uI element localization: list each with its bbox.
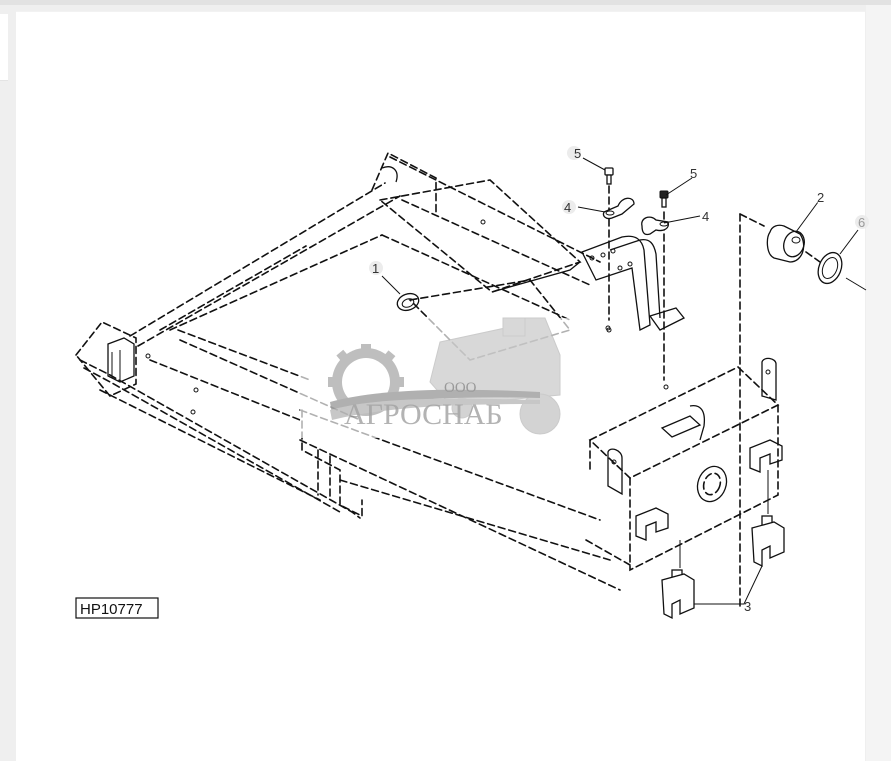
leader-lines (381, 157, 859, 605)
callout-5b: 5 (690, 166, 697, 181)
box-clip-slot-icon (749, 439, 783, 473)
browser-top-edge (0, 0, 891, 5)
callout-1: 1 (372, 261, 379, 276)
callout-3: 3 (744, 599, 751, 614)
ring-washer-part-6 (817, 251, 867, 291)
watermark-prefix: ООО (444, 380, 477, 396)
clamp-icon (602, 197, 635, 220)
cap-screw-5b (659, 190, 669, 381)
callout-4b: 4 (702, 209, 709, 224)
left-bracket-block-icon (107, 337, 135, 383)
bushing-icon (766, 224, 805, 263)
washer-part-1 (396, 292, 420, 312)
knob-icon (696, 465, 728, 503)
figure-code-box: HP10777 (75, 597, 159, 619)
clamp-4a (602, 197, 635, 220)
callout-2: 2 (817, 190, 824, 205)
callout-labels: 1 2 3 4 4 5 5 6 (369, 146, 869, 614)
clamp-4b (641, 216, 670, 236)
pivot-bracket (581, 235, 686, 331)
figure-code: HP10777 (80, 601, 143, 618)
left-side-panel-stub (0, 14, 8, 81)
clamp-icon (641, 216, 670, 236)
clip-part-3a (661, 540, 695, 620)
ring-washer-icon (817, 251, 843, 285)
bushing-part-2 (739, 213, 821, 611)
watermark-name: АГРОСНАБ (344, 398, 503, 431)
right-box-housing (585, 357, 783, 572)
callout-4a: 4 (564, 200, 571, 215)
watermark-logo: ООО АГРОСНАБ (300, 317, 570, 438)
washer-icon (396, 292, 420, 312)
cap-screw-5a (604, 167, 614, 333)
right-gutter (866, 5, 891, 761)
cap-screw-icon (604, 167, 614, 176)
callout-5a: 5 (574, 146, 581, 161)
box-clip-slot-icon (635, 507, 669, 541)
callout-6: 6 (858, 215, 865, 230)
clip-part-3b (751, 470, 785, 568)
main-frame (74, 151, 669, 591)
